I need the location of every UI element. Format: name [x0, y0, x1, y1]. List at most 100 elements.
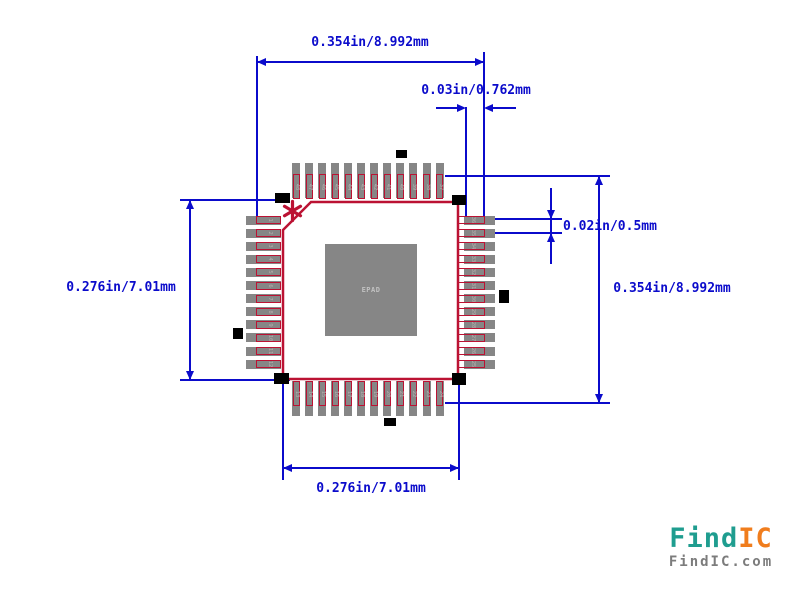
pin-pad	[357, 163, 366, 198]
pin-number: 1	[266, 218, 273, 222]
pin-lead-outline	[256, 347, 281, 355]
fiducial-marker-bottom-center	[384, 418, 396, 426]
logo-wordmark: FindIC	[652, 523, 790, 554]
pin-pad	[292, 163, 300, 198]
pin-lead-outline	[256, 360, 281, 369]
dimension-label-right-span: 0.354in/8.992mm	[613, 281, 731, 296]
pin-pad	[464, 241, 495, 251]
pin-pad	[370, 163, 379, 198]
dimension-label-top-span: 0.354in/8.992mm	[311, 35, 429, 50]
pin-number: 25	[469, 360, 476, 368]
pin-pad	[246, 267, 281, 277]
pin-lead-outline	[318, 174, 326, 199]
pin-pad	[246, 333, 281, 343]
pin-number: 13	[293, 390, 300, 397]
pin-lead-outline	[256, 229, 281, 238]
fiducial-marker-right-middle	[499, 290, 509, 303]
pin-lead-outline	[256, 255, 281, 264]
pin-number: 33	[469, 255, 476, 263]
pin-lead-outline	[458, 320, 485, 329]
pin-lead-outline	[256, 281, 281, 290]
pin-number: 11	[266, 347, 273, 355]
pin-number: 17	[345, 390, 352, 397]
pin-pad	[422, 163, 431, 198]
pin-pad	[464, 320, 495, 330]
pin-lead-outline	[383, 381, 391, 406]
pin-pad	[435, 163, 444, 198]
pin-lead-outline	[370, 174, 378, 199]
pin-lead-outline	[436, 174, 444, 199]
logo-ic-text: IC	[738, 523, 773, 554]
pin-lead-outline	[344, 174, 352, 199]
exposed-pad-label: EPAD	[361, 286, 381, 294]
pin-lead-outline	[396, 174, 404, 199]
pin-lead-outline	[383, 174, 391, 199]
pin-number: 42	[372, 183, 379, 190]
pin-number: 48	[293, 183, 300, 190]
pin-number: 30	[469, 295, 476, 302]
pin-pad	[246, 281, 281, 290]
pin-lead-outline	[256, 320, 281, 329]
pin-number: 40	[398, 183, 405, 190]
pin-number: 10	[266, 334, 273, 342]
pin-number: 9	[266, 323, 273, 327]
logo-domain-text: FindIC.com	[668, 554, 774, 570]
pin-pad	[246, 346, 281, 356]
pin-pad	[435, 381, 444, 416]
pin-lead-outline	[331, 174, 339, 199]
pin-number: 3	[266, 244, 273, 248]
pin-pad	[464, 333, 495, 343]
package-body-outline	[281, 200, 460, 381]
pin-number: 44	[345, 183, 352, 190]
pin-number: 2	[266, 231, 273, 235]
pin-number: 36	[469, 216, 476, 224]
pin-number: 26	[469, 347, 476, 355]
pin-pad	[305, 381, 314, 416]
pin-pad	[246, 228, 281, 238]
pin-pad	[246, 307, 281, 317]
pin-lead-outline	[256, 307, 281, 316]
pin-number: 28	[469, 321, 476, 329]
pin-lead-outline	[396, 381, 404, 406]
pin-pad	[464, 294, 495, 304]
pin-pad	[464, 267, 495, 277]
pin-pad	[464, 228, 495, 238]
pin-number: 37	[437, 183, 444, 190]
pin-pad	[318, 163, 327, 198]
pin-lead-outline	[256, 242, 281, 251]
pin-pad	[464, 215, 495, 225]
pin-lead-outline	[458, 307, 485, 316]
pin-pad	[344, 381, 353, 416]
logo-find-text: Find	[669, 523, 739, 554]
pin1-asterisk-marker	[282, 199, 303, 223]
pin-pad	[464, 281, 495, 290]
pin-number: 8	[266, 310, 273, 314]
pin-pad	[464, 359, 495, 369]
dimension-label-pin-pitch: 0.02in/0.5mm	[563, 219, 657, 234]
pin-number: 16	[332, 390, 339, 397]
pin-lead-outline	[458, 242, 485, 251]
pin-pad	[246, 241, 281, 251]
findic-logo: FindIC FindIC.com	[652, 523, 790, 570]
pin-lead-outline	[458, 294, 485, 303]
pin-pad	[292, 381, 300, 416]
pin-number: 14	[306, 390, 313, 397]
pin-lead-outline	[458, 281, 485, 290]
pin-number: 6	[266, 283, 273, 288]
pin-lead-outline	[256, 294, 281, 303]
pin-lead-outline	[458, 268, 485, 277]
fiducial-marker-top-left	[275, 193, 290, 203]
pin-lead-outline	[331, 381, 339, 406]
pin-lead-outline	[292, 174, 300, 199]
pin-number: 29	[469, 308, 476, 315]
pin-pad	[246, 320, 281, 330]
pin-number: 7	[266, 296, 273, 301]
pin-lead-outline	[357, 174, 365, 199]
pin-lead-outline	[357, 381, 365, 406]
pin-number: 22	[411, 390, 418, 397]
pin-lead-outline	[409, 381, 417, 406]
pin-number: 23	[424, 390, 431, 397]
fiducial-marker-top-right	[452, 195, 466, 205]
pin-pad	[422, 381, 431, 416]
